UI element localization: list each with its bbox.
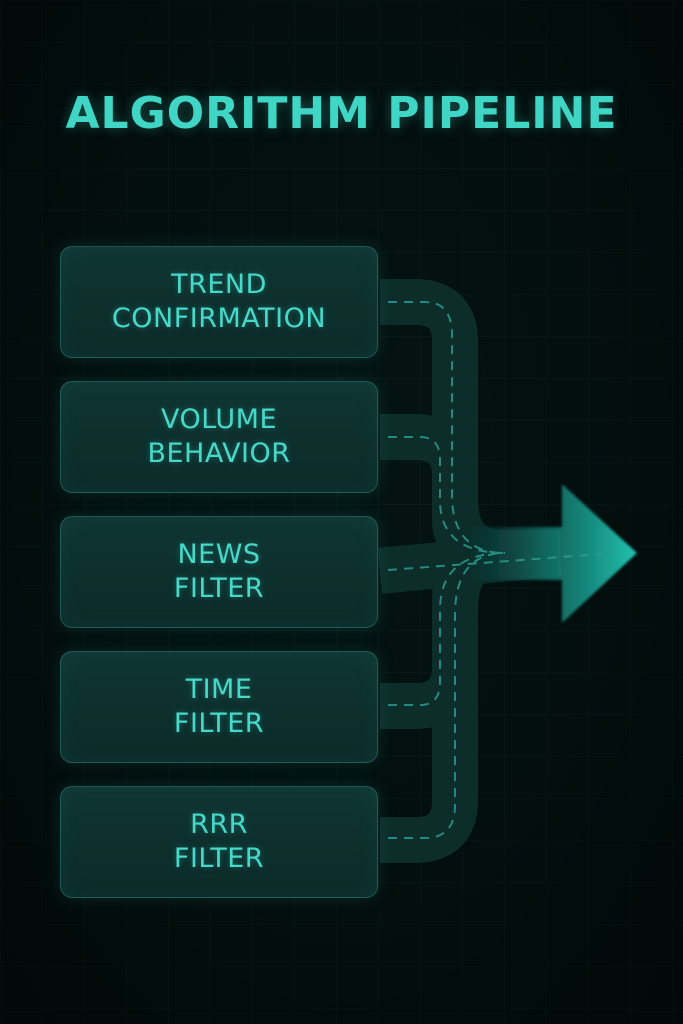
stage-news-filter: NEWS FILTER xyxy=(60,516,378,628)
stage-trend-confirmation: TREND CONFIRMATION xyxy=(60,246,378,358)
dashed-guides xyxy=(387,301,616,839)
stage-label: VOLUME BEHAVIOR xyxy=(147,403,290,471)
stage-label-line2: CONFIRMATION xyxy=(111,303,327,334)
stage-label-line2: FILTER xyxy=(173,843,265,874)
stage-label: NEWS FILTER xyxy=(174,538,264,606)
stage-time-filter: TIME FILTER xyxy=(60,651,378,763)
stage-label: TIME FILTER xyxy=(174,673,264,741)
pipeline-stages: TREND CONFIRMATION VOLUME BEHAVIOR NEWS … xyxy=(60,246,380,921)
stage-label: TREND CONFIRMATION xyxy=(112,268,326,336)
output-arrow xyxy=(470,484,637,623)
guide-rrr xyxy=(388,552,506,839)
stage-label-line2: FILTER xyxy=(173,708,265,739)
stage-label: RRR FILTER xyxy=(174,808,264,876)
stage-label-line2: FILTER xyxy=(173,573,265,604)
stage-label-line1: TIME xyxy=(185,674,253,705)
stage-label-line1: RRR xyxy=(190,809,248,840)
diagram-title: ALGORITHM PIPELINE xyxy=(65,88,618,139)
stage-label-line1: VOLUME xyxy=(160,404,278,435)
guide-trend xyxy=(388,301,506,554)
stage-label-line1: NEWS xyxy=(177,539,261,570)
guide-news xyxy=(387,552,616,571)
stage-rrr-filter: RRR FILTER xyxy=(60,786,378,898)
stage-label-line2: BEHAVIOR xyxy=(147,438,291,469)
stage-label-line1: TREND xyxy=(171,269,267,300)
stage-volume-behavior: VOLUME BEHAVIOR xyxy=(60,381,378,493)
